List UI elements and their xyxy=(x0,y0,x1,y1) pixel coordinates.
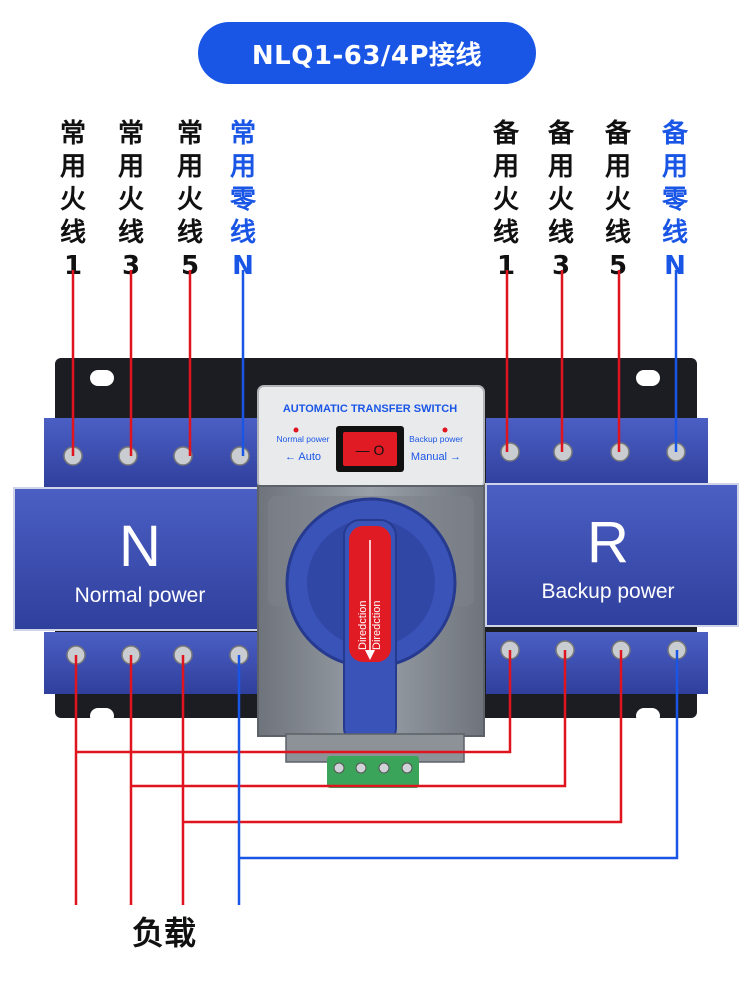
control-terminal xyxy=(327,756,419,788)
backup-power-panel: R Backup power xyxy=(485,483,739,627)
backup-letter: R xyxy=(587,510,629,575)
manual-label: Manual → xyxy=(411,451,461,463)
load-wires xyxy=(74,650,679,905)
normal-caption: Normal power xyxy=(75,584,206,607)
normal-letter: N xyxy=(119,514,161,579)
rocker-text: — O xyxy=(356,442,385,458)
top-terminals xyxy=(44,418,708,488)
rocker-switch[interactable] xyxy=(343,432,397,466)
supply-wires xyxy=(71,270,678,456)
load-label: 负载 xyxy=(132,914,197,952)
handle-text-1: Diredction xyxy=(357,600,369,650)
normal-power-panel: N Normal power xyxy=(13,487,267,631)
backup-caption: Backup power xyxy=(541,580,674,603)
handle-text-2: Diredction xyxy=(371,600,383,650)
module-header: AUTOMATIC TRANSFER SWITCH xyxy=(283,403,457,415)
title-text: NLQ1-63/4P接线 xyxy=(251,40,483,71)
transfer-switch-module: AUTOMATIC TRANSFER SWITCH Normal power B… xyxy=(257,385,485,788)
backup-power-small: Backup power xyxy=(409,434,463,444)
normal-power-small: Normal power xyxy=(277,434,330,444)
auto-label: ← Auto xyxy=(285,451,321,463)
mounting-holes xyxy=(90,370,660,724)
title-banner: NLQ1-63/4P接线 xyxy=(198,22,536,84)
